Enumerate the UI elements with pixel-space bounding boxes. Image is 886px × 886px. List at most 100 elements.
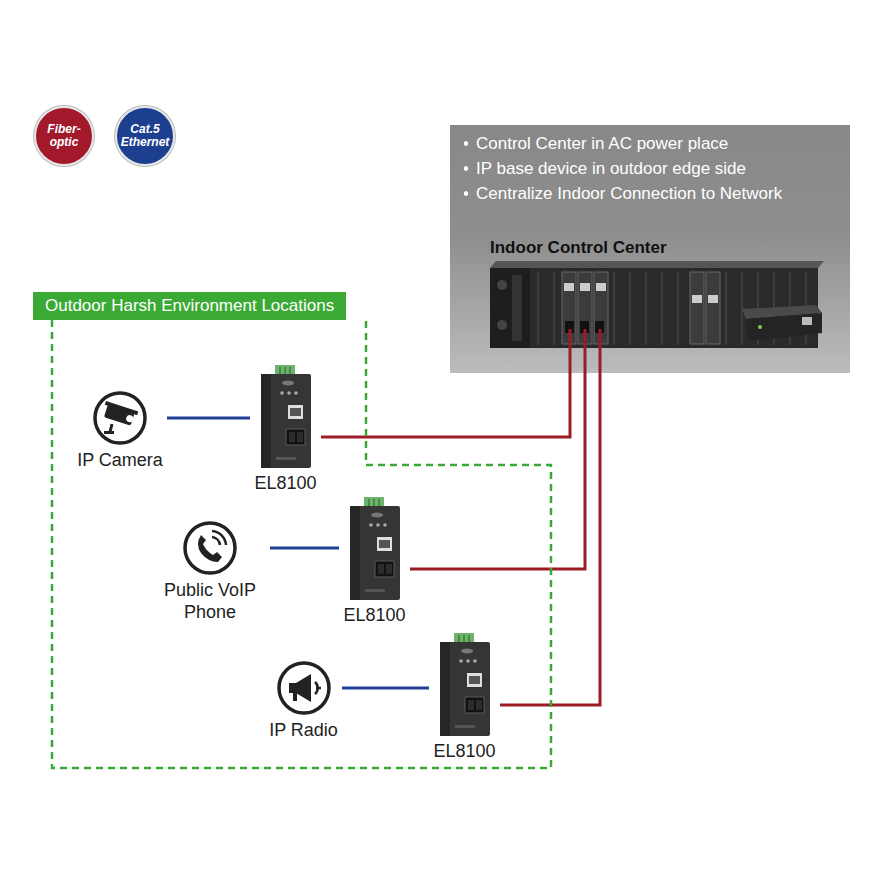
radio-node: IP Radio [265, 660, 342, 741]
art-part [564, 283, 574, 291]
art-part [473, 659, 477, 663]
device-label: EL8100 [433, 740, 495, 762]
art-part [276, 457, 296, 460]
art-part [297, 432, 303, 442]
art-part [261, 374, 311, 468]
art-part [288, 405, 303, 419]
legend-badge: Fiber-optic [34, 106, 94, 166]
item-label: Public VoIP Phone [154, 579, 266, 623]
art-part [294, 391, 298, 395]
art-part [279, 663, 329, 713]
art-part [758, 325, 762, 329]
art-part [458, 635, 460, 642]
art-part [461, 649, 473, 654]
art-part [379, 540, 390, 548]
art-part [52, 320, 551, 768]
media-converter-node: EL8100 [339, 497, 410, 626]
camera-node: IP Camera [73, 390, 167, 471]
device-label: EL8100 [343, 604, 405, 626]
art-part [375, 561, 394, 577]
art-part [463, 635, 465, 642]
art-part [284, 367, 286, 374]
art-part [459, 659, 463, 663]
art-part [293, 693, 297, 701]
art-part [469, 676, 480, 684]
art-part [279, 367, 281, 374]
art-part [661, 272, 663, 345]
outdoor-region: Outdoor Harsh Environment Locations IP C… [33, 292, 553, 770]
art-part [476, 700, 482, 710]
art-part [613, 272, 615, 345]
art-part [599, 329, 602, 373]
art-part [553, 272, 555, 345]
bullet-text: Centralize Indoor Connection to Network [462, 181, 850, 206]
art-part [282, 381, 294, 386]
media-converter-illustration [347, 497, 403, 601]
bullet-text: IP base device in outdoor edge side [462, 156, 850, 181]
art-part [468, 700, 474, 710]
art-part [440, 642, 450, 736]
radio-icon [276, 660, 332, 716]
art-part [350, 506, 360, 600]
art-part [490, 261, 824, 268]
art-part [580, 283, 590, 291]
art-part [371, 513, 383, 518]
control-center-panel: Control Center in AC power placeIP base … [450, 125, 850, 373]
art-part [455, 725, 475, 728]
art-part [466, 659, 470, 663]
art-part [280, 391, 284, 395]
art-part [101, 401, 138, 427]
art-part [467, 673, 482, 687]
bullet-text: Control Center in AC power place [462, 131, 850, 156]
art-part [105, 401, 139, 415]
art-part [708, 295, 718, 303]
art-part [261, 374, 271, 468]
art-part [289, 367, 291, 374]
art-part [290, 408, 301, 416]
device-label: EL8100 [254, 472, 316, 494]
art-part [198, 535, 222, 562]
art-part [110, 424, 112, 432]
art-part [383, 523, 387, 527]
media-converter-node: EL8100 [429, 633, 500, 762]
art-part [741, 272, 743, 345]
art-part [677, 272, 679, 345]
region-title: Outdoor Harsh Environment Locations [33, 292, 346, 320]
art-part [645, 272, 647, 345]
legend-text: Cat.5 Ethernet [119, 123, 171, 149]
panel-heading: Indoor Control Center [490, 236, 850, 260]
fiber-link [410, 373, 585, 569]
art-part [287, 391, 291, 395]
art-part [368, 499, 370, 506]
art-part [212, 531, 226, 545]
art-part [286, 429, 305, 445]
art-part [584, 329, 587, 373]
art-part [289, 432, 295, 442]
art-part [802, 317, 812, 325]
ethernet-link [342, 687, 429, 690]
legend-badge: Cat.5 Ethernet [115, 106, 175, 166]
art-part [596, 283, 606, 291]
media-converter-node: EL8100 [250, 365, 321, 494]
art-part [378, 499, 380, 506]
art-part [350, 506, 400, 600]
art-part [376, 523, 380, 527]
art-part [316, 687, 321, 690]
art-part [497, 280, 507, 290]
art-part [468, 635, 470, 642]
art-part [725, 272, 727, 345]
art-part [692, 295, 702, 303]
art-part [465, 697, 484, 713]
item-label: IP Radio [269, 719, 338, 741]
art-part [365, 589, 385, 592]
art-part [289, 674, 311, 702]
phone-icon [182, 520, 238, 576]
art-part [373, 499, 375, 506]
art-part [386, 564, 392, 574]
art-part [706, 272, 720, 344]
item-label: IP Camera [77, 449, 163, 471]
art-part [512, 275, 522, 341]
art-part [377, 537, 392, 551]
camera-icon [92, 390, 148, 446]
